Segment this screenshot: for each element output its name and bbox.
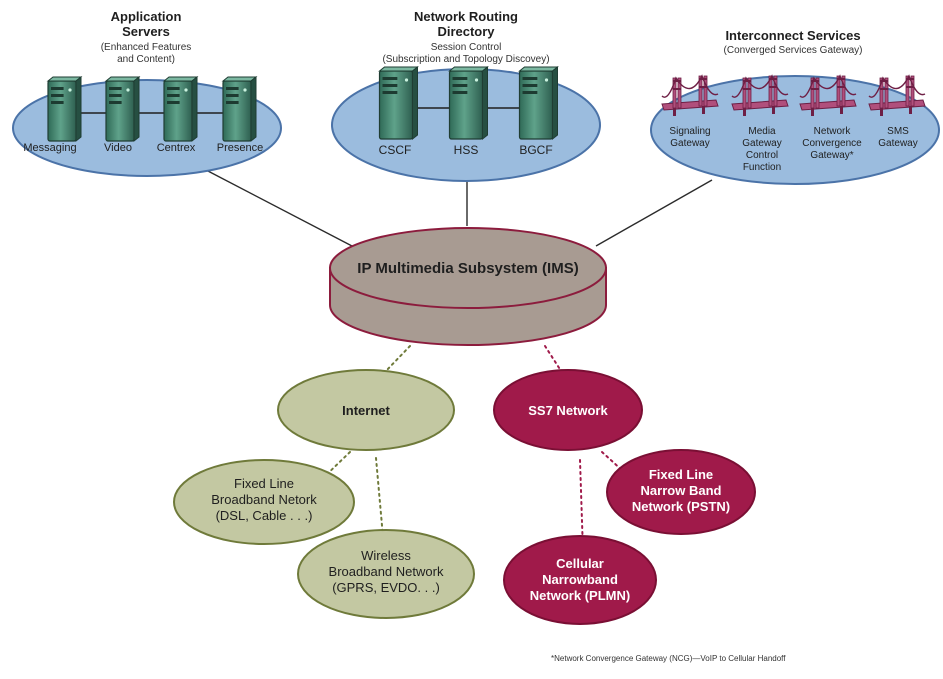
fixed-broadband-label-2: Broadband Netork [211, 492, 317, 507]
ims-label: IP Multimedia Subsystem (IMS) [357, 260, 578, 277]
fixed-broadband-label-1: Fixed Line [234, 476, 294, 491]
ims-cylinder-top [329, 227, 607, 309]
pstn-node: Fixed Line Narrow Band Network (PSTN) [606, 449, 756, 535]
server-label-video: Video [104, 142, 132, 154]
ss7-node: SS7 Network [493, 369, 643, 451]
plmn-oval [503, 535, 657, 625]
nrd-subtitle-2: (Subscription and Topology Discovey) [382, 54, 549, 65]
footnote: *Network Convergence Gateway (NCG)—VoIP … [551, 654, 786, 663]
wireless-broadband-node: Wireless Broadband Network (GPRS, EVDO. … [297, 529, 475, 619]
plmn-label-3: Network (PLMN) [530, 588, 630, 603]
app-title-2: Servers [122, 24, 170, 39]
server-label-cscf: CSCF [379, 143, 412, 157]
server-tower-icon [46, 75, 83, 143]
ics-title: Interconnect Services [725, 28, 860, 43]
server-tower-icon [221, 75, 258, 143]
app-title-1: Application [111, 9, 182, 24]
ss7-label: SS7 Network [528, 403, 608, 418]
nrd-subtitle-1: Session Control [431, 42, 502, 53]
plmn-label-1: Cellular [556, 556, 604, 571]
link-ims-internet [384, 345, 411, 373]
gw-signaling-1: Signaling [669, 126, 710, 137]
connector-lines [205, 169, 713, 247]
internet-label: Internet [342, 403, 390, 418]
link-app-ims [205, 169, 353, 247]
pstn-label-1: Fixed Line [649, 467, 713, 482]
server-tower-icon [378, 65, 419, 141]
server-icon-row [46, 75, 258, 143]
link-internet-fixedbb [320, 451, 351, 481]
server-label-bgcf: BGCF [519, 143, 552, 157]
internet-oval [277, 369, 455, 451]
gw-ncg-3: Gateway* [810, 150, 853, 161]
nrd-title-2: Directory [437, 24, 495, 39]
wireless-broadband-oval [297, 529, 475, 619]
server-label-messaging: Messaging [23, 142, 76, 154]
wireless-label-2: Broadband Network [329, 564, 444, 579]
pstn-label-3: Network (PSTN) [632, 499, 730, 514]
gateway-icon-row [661, 74, 926, 116]
nrd-title-1: Network Routing [414, 9, 518, 24]
ics-subtitle: (Converged Services Gateway) [724, 45, 863, 56]
fixed-broadband-node: Fixed Line Broadband Netork (DSL, Cable … [173, 459, 355, 545]
server-tower-icon [448, 65, 489, 141]
wireless-label-1: Wireless [361, 548, 411, 563]
gw-media-1: Media [748, 126, 776, 137]
gateway-labels: Signaling Gateway Media Gateway Control … [669, 126, 917, 173]
gw-media-4: Function [743, 162, 781, 173]
app-subtitle-1: (Enhanced Features [101, 42, 192, 53]
server-tower-icon [162, 75, 199, 143]
fixed-broadband-oval [173, 459, 355, 545]
link-ics-ims [595, 179, 713, 247]
bridge-icon [868, 74, 926, 116]
gw-media-3: Control [746, 150, 778, 161]
internet-node: Internet [277, 369, 455, 451]
server-tower-icon [104, 75, 141, 143]
server-label-hss: HSS [454, 143, 479, 157]
interconnect-services-group: Interconnect Services (Converged Service… [650, 28, 940, 185]
app-subtitle-2: and Content) [117, 54, 175, 65]
plmn-label-2: Narrowband [542, 572, 618, 587]
plmn-node: Cellular Narrowband Network (PLMN) [503, 535, 657, 625]
ics-oval [650, 75, 940, 185]
bridge-icon [731, 74, 789, 116]
gw-sms-2: Gateway [878, 138, 917, 149]
gw-sms-1: SMS [887, 126, 909, 137]
server-label-presence: Presence [217, 142, 263, 154]
link-ims-ss7 [544, 345, 564, 375]
gw-ncg-1: Network [814, 126, 852, 137]
server-tower-icon [518, 65, 559, 141]
bridge-icon [661, 74, 719, 116]
pstn-oval [606, 449, 756, 535]
network-routing-directory-group: Network Routing Directory Session Contro… [331, 9, 601, 182]
server-label-centrex: Centrex [157, 142, 196, 154]
ims-cylinder: IP Multimedia Subsystem (IMS) [329, 227, 607, 346]
pstn-label-2: Narrow Band [641, 483, 722, 498]
gw-signaling-2: Gateway [670, 138, 709, 149]
gw-media-2: Gateway [742, 138, 781, 149]
server-icon-row [378, 65, 559, 141]
gw-ncg-2: Convergence [802, 138, 862, 149]
wireless-label-3: (GPRS, EVDO. . .) [332, 580, 440, 595]
application-servers-group: Application Servers (Enhanced Features a… [12, 9, 282, 177]
fixed-broadband-label-3: (DSL, Cable . . .) [216, 508, 313, 523]
bridge-icon [799, 74, 857, 116]
ss7-oval [493, 369, 643, 451]
